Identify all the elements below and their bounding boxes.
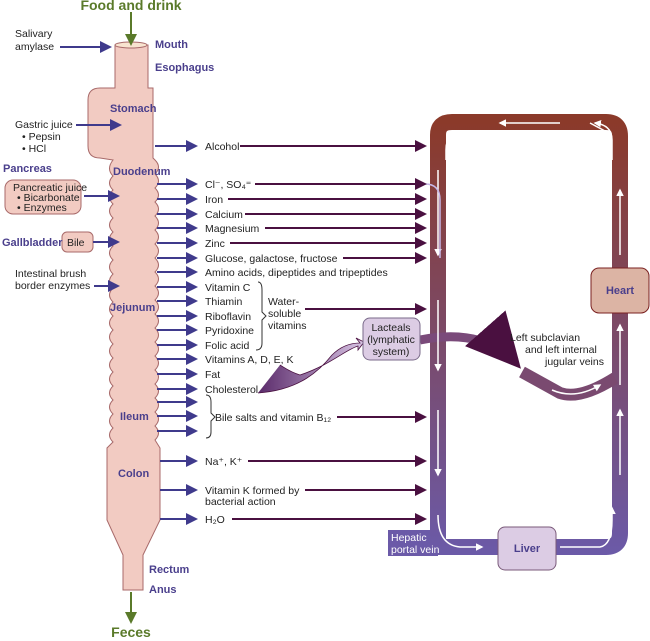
subclavian-label: Left subclavian bbox=[510, 332, 580, 344]
heart-label: Heart bbox=[606, 285, 634, 297]
water-soluble-label: vitamins bbox=[268, 320, 307, 332]
pancreatic-label: Pancreatic juice bbox=[13, 182, 87, 194]
colon-item: H₂O bbox=[205, 514, 225, 526]
absorbed-item: Iron bbox=[205, 194, 223, 206]
organ-label: Duodenum bbox=[113, 166, 171, 178]
lacteals-box bbox=[362, 317, 421, 361]
absorbed-item: Zinc bbox=[205, 238, 225, 250]
absorbed-item: Thiamin bbox=[205, 296, 243, 308]
pancreatic-label: • Enzymes bbox=[17, 202, 67, 214]
absorbed-item: Magnesium bbox=[205, 223, 260, 235]
heart-box bbox=[590, 267, 650, 314]
absorbed-item: Amino acids, dipeptides and tripeptides bbox=[205, 267, 388, 279]
brush-label: border enzymes bbox=[15, 280, 90, 292]
organ-label: Esophagus bbox=[155, 62, 214, 74]
food-and-drink-label: Food and drink bbox=[80, 0, 181, 13]
organ-label: Pancreas bbox=[3, 163, 52, 175]
organ-label: Mouth bbox=[155, 39, 188, 51]
digestive-tract bbox=[87, 44, 161, 591]
water-soluble-label: Water- bbox=[268, 296, 300, 308]
circulation-loop: Heart Liver Hepatic portal vein bbox=[388, 114, 650, 571]
absorbed-item: Riboflavin bbox=[205, 311, 251, 323]
absorbed-item: Fat bbox=[205, 369, 220, 381]
lymph-to-vein-arrow bbox=[419, 310, 521, 369]
absorbed-item: Cholesterol bbox=[205, 384, 258, 396]
bile-salts-brace bbox=[205, 394, 216, 439]
salivary-label: Salivary bbox=[15, 28, 53, 40]
portal-label-1: Hepatic bbox=[391, 532, 427, 544]
absorbed-item: Calcium bbox=[205, 209, 243, 221]
absorbed-item: Alcohol bbox=[205, 141, 239, 153]
feces-label: Feces bbox=[111, 624, 151, 640]
portal-vein-label-box bbox=[388, 530, 438, 556]
colon-item: Na⁺, K⁺ bbox=[205, 456, 243, 468]
water-soluble-brace bbox=[255, 281, 267, 351]
organ-label: Stomach bbox=[110, 103, 157, 115]
liver-label: Liver bbox=[514, 543, 541, 555]
absorbed-item: Glucose, galactose, fructose bbox=[205, 253, 338, 265]
water-soluble-label: soluble bbox=[268, 308, 301, 320]
colon-item: Vitamin K formed by bbox=[205, 485, 300, 497]
absorbed-item: Vitamins A, D, E, K bbox=[205, 354, 294, 366]
pancreas-box bbox=[4, 179, 82, 215]
absorbed-item: Cl⁻, SO₄⁼ bbox=[205, 179, 252, 191]
absorbed-item: Folic acid bbox=[205, 340, 250, 352]
salivary-label: amylase bbox=[15, 41, 54, 53]
organ-label: Gallbladder bbox=[2, 237, 63, 249]
subclavian-vein bbox=[519, 366, 619, 401]
absorbed-item: Vitamin C bbox=[205, 282, 251, 294]
bile-label: Bile bbox=[67, 237, 85, 249]
organ-label: Jejunum bbox=[110, 302, 155, 314]
absorbed-item: Pyridoxine bbox=[205, 325, 254, 337]
liver-box bbox=[497, 526, 557, 571]
organ-label: Ileum bbox=[120, 411, 149, 423]
brush-label: Intestinal brush bbox=[15, 268, 86, 280]
lacteals-label: (lymphatic bbox=[367, 334, 415, 346]
portal-label-2: portal vein bbox=[391, 544, 440, 556]
lacteals-label: system) bbox=[373, 346, 410, 358]
colon-item: bacterial action bbox=[205, 496, 276, 508]
organ-label: Anus bbox=[149, 584, 177, 596]
subclavian-label: jugular veins bbox=[544, 356, 604, 368]
lacteals-label: Lacteals bbox=[371, 322, 410, 334]
gastric-label: • HCl bbox=[22, 143, 46, 155]
bile-salts-label: Bile salts and vitamin B₁₂ bbox=[215, 412, 331, 424]
gastric-label: Gastric juice bbox=[15, 119, 73, 131]
organ-label: Colon bbox=[118, 468, 149, 480]
subclavian-label: and left internal bbox=[525, 344, 597, 356]
gastric-label: • Pepsin bbox=[22, 131, 61, 143]
organ-label: Rectum bbox=[149, 564, 190, 576]
fat-to-lacteals-arrow bbox=[257, 337, 365, 394]
pancreatic-label: • Bicarbonate bbox=[17, 192, 80, 204]
